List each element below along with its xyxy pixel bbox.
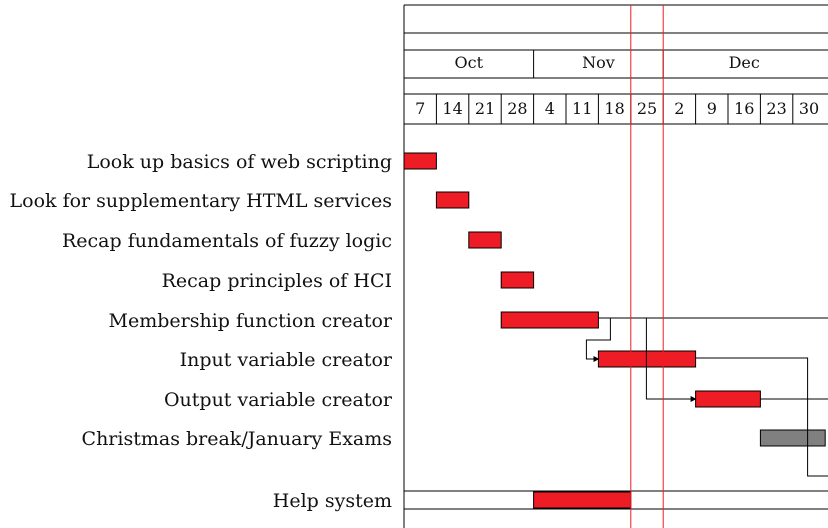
week-label: 25 bbox=[637, 99, 657, 118]
task-label: Output variable creator bbox=[164, 389, 393, 411]
task-label: Christmas break/January Exams bbox=[82, 428, 392, 450]
task-bar bbox=[500, 271, 535, 289]
task-bar bbox=[500, 311, 599, 329]
task-bar bbox=[435, 191, 470, 209]
week-label: 16 bbox=[734, 99, 754, 118]
task-label: Look up basics of web scripting bbox=[87, 151, 392, 173]
task-label: Membership function creator bbox=[109, 310, 393, 332]
week-label: 9 bbox=[707, 99, 717, 118]
task-bar bbox=[597, 350, 697, 368]
week-label: 28 bbox=[507, 99, 527, 118]
week-label: 2 bbox=[674, 99, 684, 118]
week-label: 23 bbox=[766, 99, 786, 118]
task-label: Recap principles of HCI bbox=[162, 270, 392, 292]
dependency-arrow bbox=[585, 318, 611, 362]
task-bar bbox=[403, 152, 437, 170]
month-label: Oct bbox=[455, 53, 484, 72]
week-label: 11 bbox=[572, 99, 592, 118]
task-label: Recap fundamentals of fuzzy logic bbox=[62, 230, 392, 252]
task-label: Input variable creator bbox=[180, 349, 393, 371]
month-label: Dec bbox=[729, 53, 760, 72]
task-label: Look for supplementary HTML services bbox=[10, 190, 392, 212]
week-label: 14 bbox=[442, 99, 462, 118]
task-bar bbox=[533, 491, 632, 509]
week-label: 30 bbox=[799, 99, 819, 118]
task-bar bbox=[468, 231, 502, 249]
dependency-arrow bbox=[598, 317, 697, 402]
task-bar bbox=[695, 390, 761, 408]
month-label: Nov bbox=[582, 53, 615, 72]
week-label: 18 bbox=[604, 99, 624, 118]
task-label: Help system bbox=[273, 490, 392, 512]
week-label: 21 bbox=[475, 99, 495, 118]
week-label: 7 bbox=[415, 99, 425, 118]
task-bar bbox=[759, 429, 826, 447]
task-continuation-line bbox=[695, 357, 828, 477]
week-label: 4 bbox=[545, 99, 555, 118]
